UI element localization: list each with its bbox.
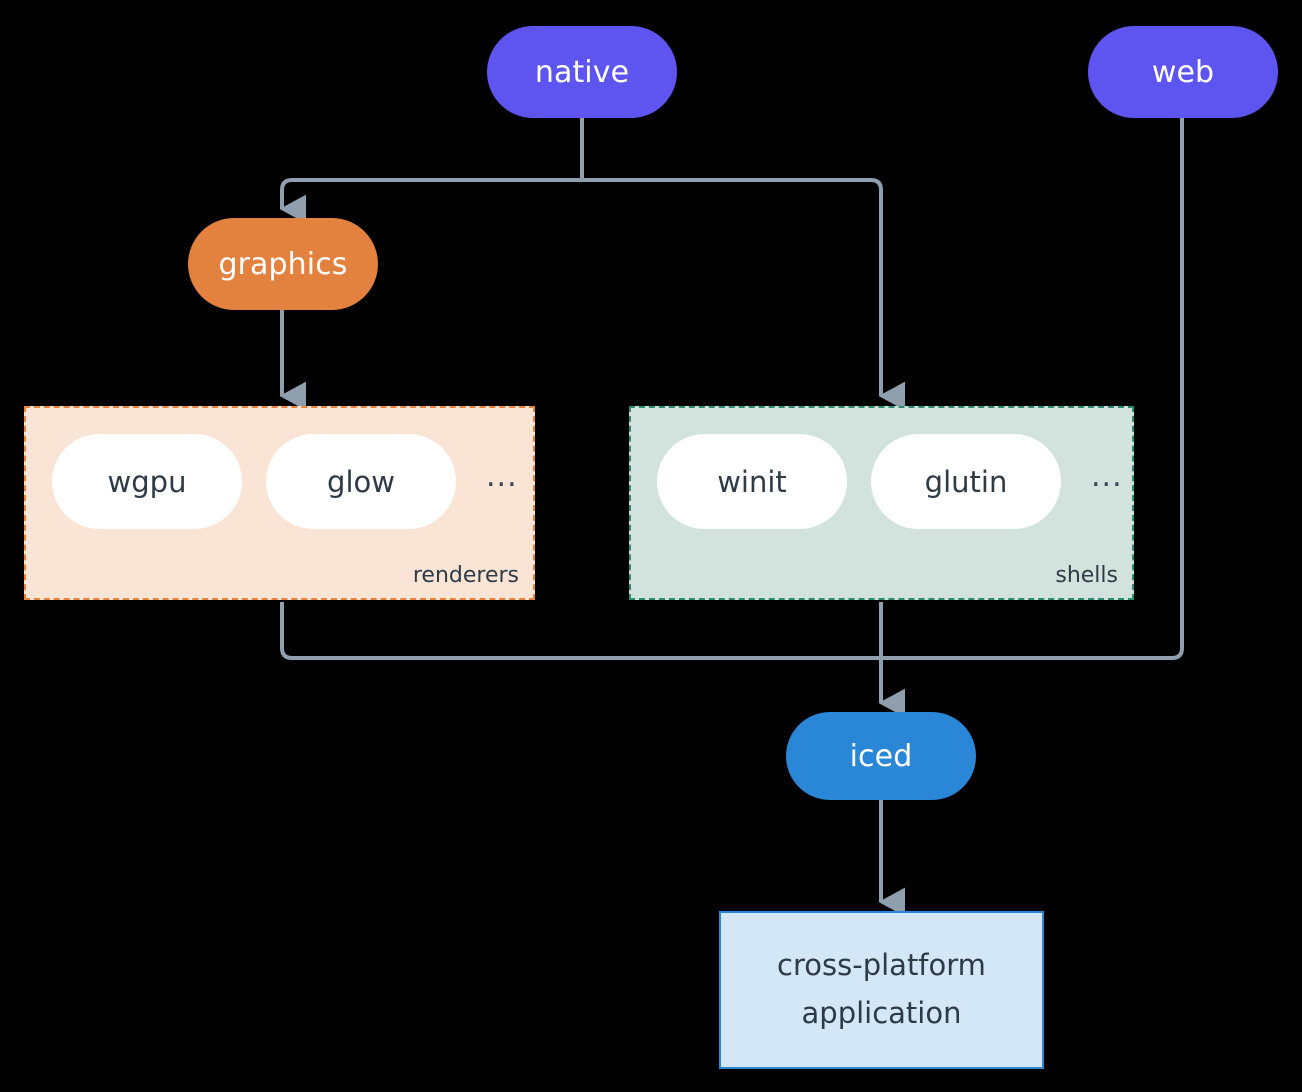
item-glutin-label: glutin [924, 464, 1008, 499]
item-glutin[interactable]: glutin [871, 434, 1061, 529]
edge-native-to-graphics [279, 178, 582, 224]
item-glow[interactable]: glow [266, 434, 456, 529]
node-application-label-line1: cross-platform [777, 948, 986, 983]
item-wgpu[interactable]: wgpu [52, 434, 242, 529]
item-winit-label: winit [717, 464, 787, 499]
shells-overflow-ellipsis: ... [1091, 459, 1123, 494]
group-shells[interactable]: winit glutin ... shells [629, 406, 1134, 600]
renderers-overflow-ellipsis: ... [486, 459, 518, 494]
node-web-label: web [1151, 54, 1215, 90]
node-application-label-line2: application [801, 996, 962, 1030]
group-renderers-items: wgpu glow ... [52, 434, 518, 529]
group-shells-label: shells [1055, 563, 1118, 588]
group-renderers-label: renderers [412, 563, 519, 588]
item-winit[interactable]: winit [657, 434, 847, 529]
node-graphics-label: graphics [218, 246, 348, 282]
edge-renderers-to-iced [280, 602, 881, 660]
node-iced-label: iced [849, 738, 913, 774]
node-native-label: native [534, 54, 630, 90]
group-shells-items: winit glutin ... [657, 434, 1123, 529]
item-wgpu-label: wgpu [107, 464, 187, 499]
item-glow-label: glow [327, 464, 395, 499]
node-graphics[interactable]: graphics [188, 218, 378, 310]
edge-native-to-shells [582, 178, 905, 411]
node-native[interactable]: native [487, 26, 677, 118]
node-application[interactable]: cross-platform application [719, 911, 1044, 1069]
node-web[interactable]: web [1088, 26, 1278, 118]
group-renderers[interactable]: wgpu glow ... renderers [24, 406, 535, 600]
node-iced[interactable]: iced [786, 712, 976, 800]
